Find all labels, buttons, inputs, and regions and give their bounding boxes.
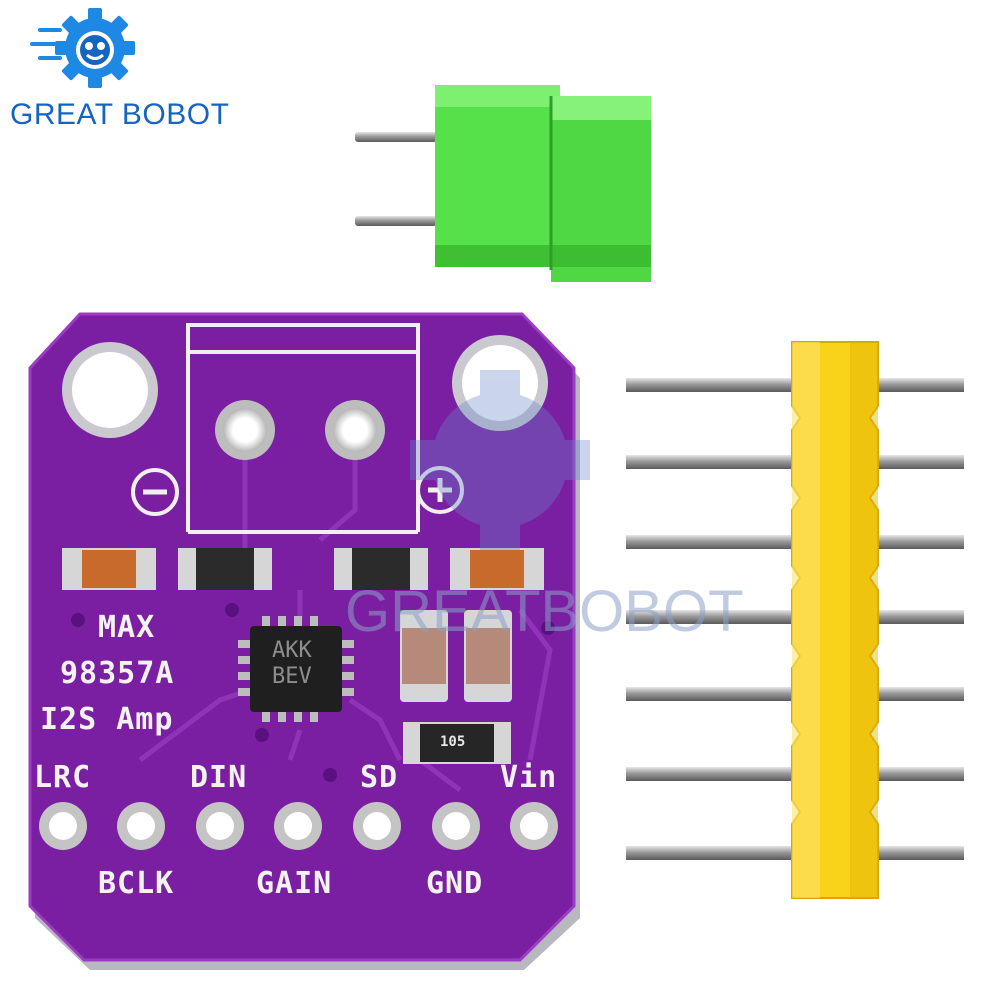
pin-label-lrc: LRC [34,760,92,795]
smd-capacitor [400,610,448,702]
amplifier-chip [238,616,354,722]
resistor-marking: 105 [440,734,466,750]
terminal-block [355,85,651,282]
brand-name: GREAT BOBOT [10,98,230,131]
board-label-type: I2S Amp [40,702,174,737]
pin-label-gnd: GND [426,866,484,901]
breakout-board [28,312,580,970]
pin-label-bclk: BCLK [98,866,175,901]
smd-diode [334,548,428,590]
smd-capacitor [464,610,512,702]
chip-marking-line1: AKK [272,638,312,663]
minus-terminal-symbol [131,468,179,516]
watermark-logo [410,370,590,550]
pin-header [626,341,964,899]
smd-capacitor [450,548,544,590]
pin-label-din: DIN [190,760,248,795]
watermark-text: GREATBOBOT [345,579,744,644]
smd-diode [178,548,272,590]
pin-label-vin: Vin [500,760,558,795]
chip-marking-line2: BEV [272,664,312,689]
board-label-part: 98357A [60,656,175,691]
smd-resistor [403,722,511,764]
header-pads [39,802,558,850]
pin-label-gain: GAIN [256,866,333,901]
plus-terminal-symbol [416,466,464,514]
pin-label-sd: SD [360,760,399,795]
gear-robot-icon [30,8,135,88]
smd-capacitor [62,548,156,590]
board-label-max: MAX [98,610,156,645]
